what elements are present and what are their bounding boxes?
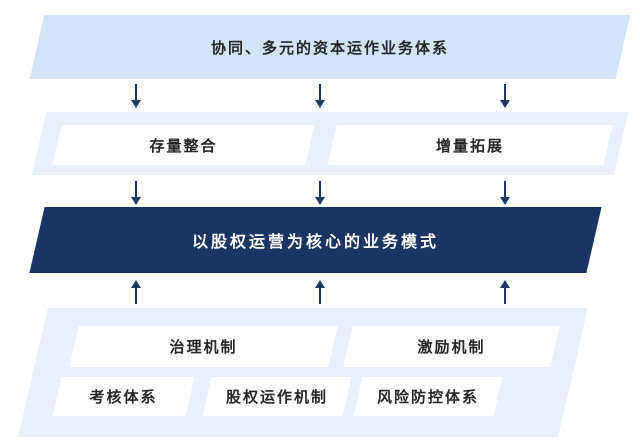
arrow-stem bbox=[504, 84, 506, 102]
box-risk-control-system: 风险防控体系 bbox=[353, 377, 503, 416]
down-arrow-icon bbox=[499, 181, 511, 205]
box-stock-integration-label: 存量整合 bbox=[149, 138, 218, 155]
arrow-head bbox=[131, 280, 141, 288]
box-incentive-mechanism-label: 激励机制 bbox=[417, 340, 486, 356]
arrow-stem bbox=[504, 286, 506, 304]
arrow-stem bbox=[319, 181, 321, 199]
box-equity-operation-mechanism-label: 股权运作机制 bbox=[225, 390, 328, 406]
arrow-stem bbox=[135, 84, 137, 102]
arrow-head bbox=[500, 280, 510, 288]
down-arrow-icon bbox=[130, 84, 142, 108]
box-governance-mechanism-label: 治理机制 bbox=[169, 340, 238, 356]
box-stock-integration: 存量整合 bbox=[52, 125, 315, 165]
up-arrow-icon bbox=[499, 280, 511, 304]
arrow-head bbox=[315, 100, 325, 108]
core-banner: 以股权运营为核心的业务模式 bbox=[29, 207, 602, 273]
box-governance-mechanism: 治理机制 bbox=[69, 326, 338, 367]
arrow-head bbox=[500, 197, 510, 205]
arrow-stem bbox=[135, 286, 137, 304]
arrow-head bbox=[131, 100, 141, 108]
arrow-head bbox=[315, 197, 325, 205]
top-banner: 协同、多元的资本运作业务体系 bbox=[29, 15, 631, 79]
arrow-stem bbox=[319, 84, 321, 102]
top-banner-label: 协同、多元的资本运作业务体系 bbox=[210, 40, 449, 57]
arrow-stem bbox=[504, 181, 506, 199]
down-arrow-icon bbox=[314, 84, 326, 108]
box-incentive-mechanism: 激励机制 bbox=[343, 326, 560, 367]
box-equity-operation-mechanism: 股权运作机制 bbox=[202, 377, 352, 416]
arrow-head bbox=[315, 280, 325, 288]
up-arrow-icon bbox=[130, 280, 142, 304]
arrow-stem bbox=[135, 181, 137, 199]
core-banner-label: 以股权运营为核心的业务模式 bbox=[191, 234, 439, 251]
arrow-stem bbox=[319, 286, 321, 304]
box-assessment-system-label: 考核体系 bbox=[89, 390, 158, 406]
arrow-head bbox=[500, 100, 510, 108]
arrow-head bbox=[131, 197, 141, 205]
box-risk-control-system-label: 风险防控体系 bbox=[376, 390, 479, 406]
box-assessment-system: 考核体系 bbox=[52, 377, 195, 416]
box-incremental-expansion: 增量拓展 bbox=[327, 125, 613, 165]
box-incremental-expansion-label: 增量拓展 bbox=[435, 138, 504, 155]
down-arrow-icon bbox=[314, 181, 326, 205]
down-arrow-icon bbox=[130, 181, 142, 205]
down-arrow-icon bbox=[499, 84, 511, 108]
up-arrow-icon bbox=[314, 280, 326, 304]
